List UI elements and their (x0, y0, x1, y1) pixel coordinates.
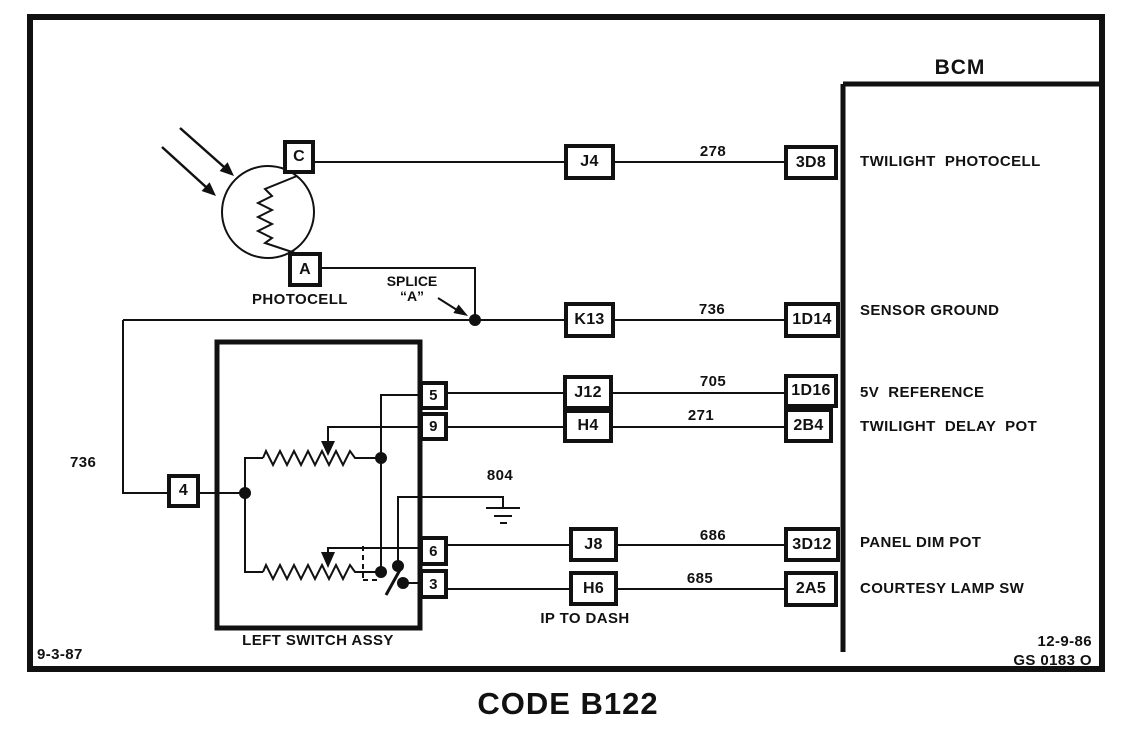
doc-id: GS 0183 O (1013, 652, 1092, 669)
circuit-736: 736 (698, 301, 726, 318)
splice-arrow (437, 297, 468, 316)
wire-a-to-splice (322, 267, 476, 320)
photocell-terminal-c: C (283, 140, 315, 174)
photocell-terminal-a: A (288, 252, 322, 287)
wire-736-left (122, 320, 167, 494)
pot1-wiper-arrow (321, 426, 419, 456)
date-bottom-left: 9-3-87 (37, 646, 83, 663)
circuit-685: 685 (686, 570, 714, 587)
courtesy-lamp-switch (362, 546, 419, 596)
circuit-271: 271 (687, 407, 715, 424)
circuit-278: 278 (699, 143, 727, 160)
circuit-686: 686 (699, 527, 727, 544)
bcm-pin-1d14: 1D14 (784, 302, 840, 338)
wire-label-804: 804 (486, 467, 514, 484)
signal-sensor-ground: SENSOR GROUND (860, 302, 1000, 319)
splice-id: “A” (399, 288, 425, 304)
signal-twilight-delay-pot: TWILIGHT DELAY POT (860, 418, 1038, 435)
photocell-circle (221, 165, 315, 259)
light-ray-arrows (161, 127, 234, 196)
page-title: CODE B122 (477, 686, 659, 721)
photocell-resistor (255, 175, 302, 256)
pot2-wiper-arrow (321, 547, 419, 568)
bcm-pin-2a5: 2A5 (784, 571, 838, 607)
left-switch-assy-box (214, 339, 423, 631)
switch-pin-5: 5 (419, 381, 448, 410)
bcm-pin-3d12: 3D12 (784, 527, 840, 562)
bcm-outline (840, 81, 1100, 652)
switch-pin-9: 9 (419, 412, 448, 441)
signal-5v-reference: 5V REFERENCE (860, 384, 985, 401)
connector-h4: H4 (563, 409, 613, 443)
circuit-705: 705 (699, 373, 727, 390)
signal-twilight-photocell: TWILIGHT PHOTOCELL (860, 153, 1041, 170)
wire-label-736: 736 (70, 454, 97, 471)
connector-j8: J8 (569, 527, 618, 562)
ground-804 (397, 496, 520, 566)
connector-j4: J4 (564, 144, 615, 180)
bcm-title: BCM (934, 56, 986, 79)
pot2-resistor (262, 562, 381, 582)
signal-courtesy-lamp-sw: COURTESY LAMP SW (860, 580, 1025, 597)
left-switch-assy-label: LEFT SWITCH ASSY (242, 632, 394, 649)
splice-word: SPLICE (386, 273, 438, 289)
connector-h6: H6 (569, 571, 618, 606)
switch-pin-3: 3 (419, 569, 448, 599)
connector-k13: K13 (564, 302, 615, 338)
bcm-pin-3d8: 3D8 (784, 145, 838, 180)
diagram-border (27, 14, 1105, 672)
bcm-pin-2b4: 2B4 (784, 408, 833, 443)
switch-pin-6: 6 (419, 536, 448, 566)
signal-panel-dim-pot: PANEL DIM POT (860, 534, 982, 551)
ip-to-dash-label: IP TO DASH (540, 610, 630, 627)
connector-j12: J12 (563, 375, 613, 410)
wire-pin5-vertical (380, 394, 419, 572)
switch-pin-4: 4 (167, 474, 200, 508)
row-wires (123, 161, 784, 590)
pot1-resistor (262, 448, 381, 468)
splice-dot (469, 314, 481, 326)
date-bottom-right: 12-9-86 (1037, 633, 1092, 650)
photocell-label: PHOTOCELL (252, 291, 348, 308)
bcm-pin-1d16: 1D16 (784, 374, 838, 408)
